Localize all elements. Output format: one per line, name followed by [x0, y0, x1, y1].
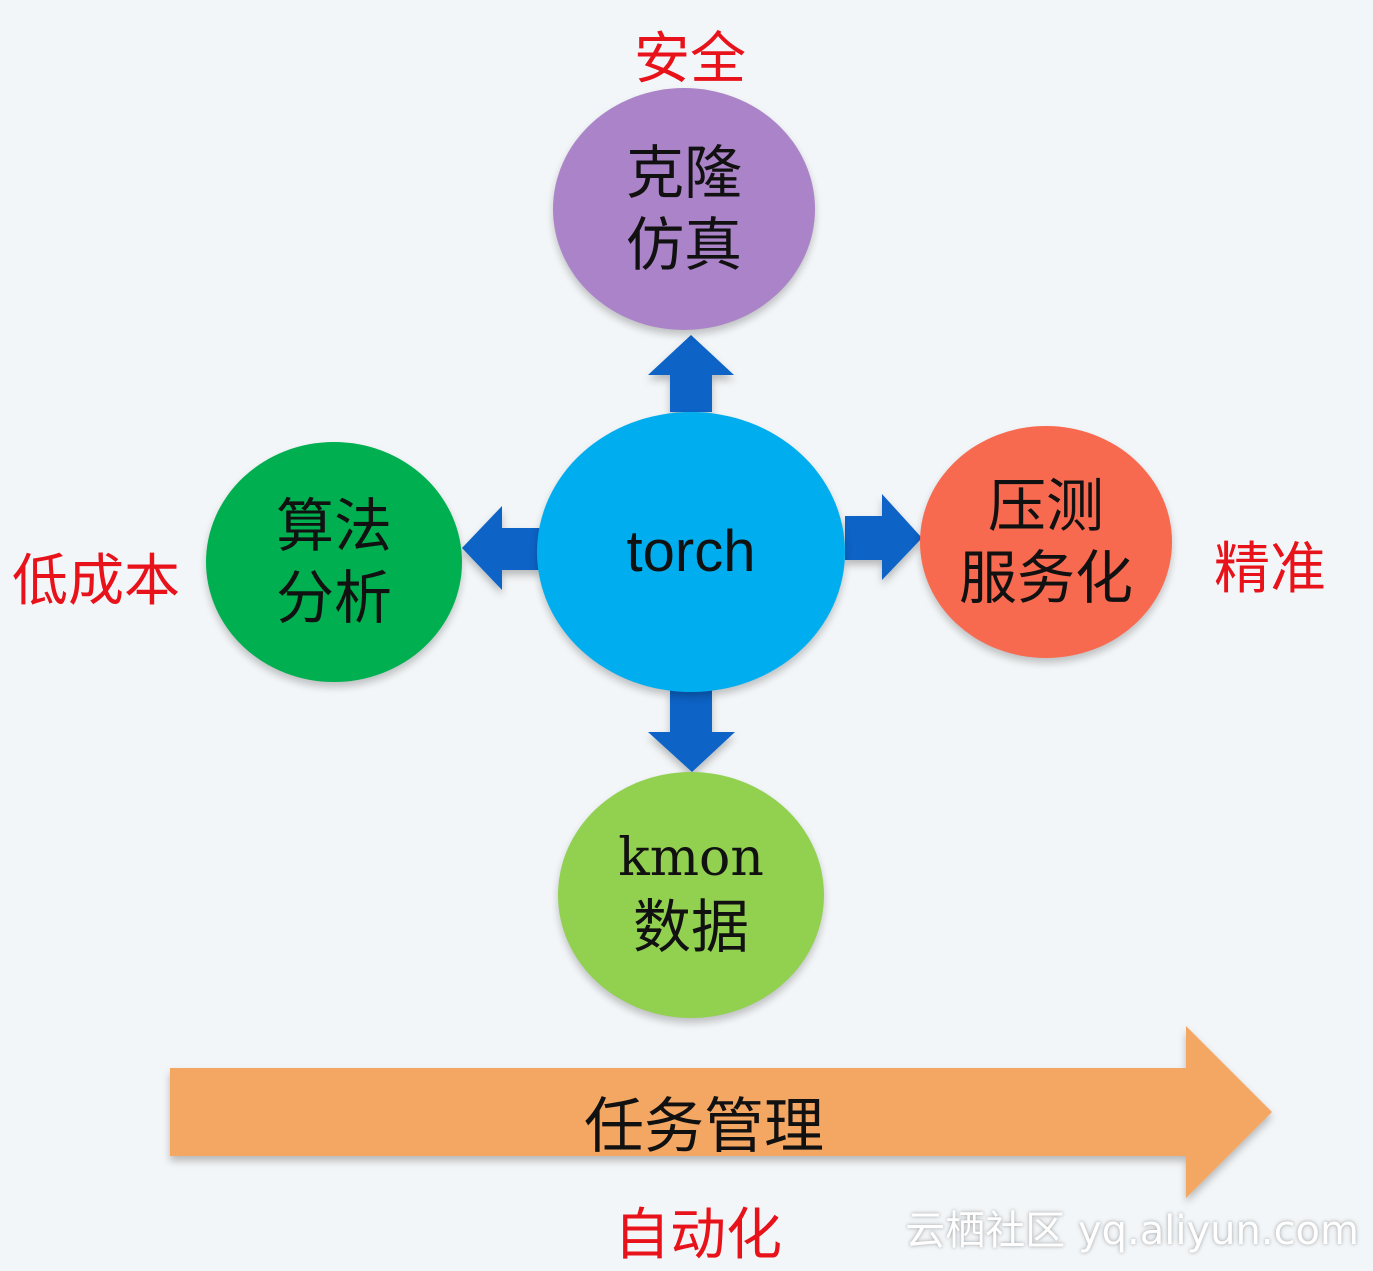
- label-low-cost: 低成本: [12, 549, 180, 614]
- node-stress-test-service-line2: 服务化: [958, 544, 1133, 612]
- node-kmon-data: kmon 数据: [558, 772, 824, 1018]
- node-torch-label: torch: [626, 518, 756, 584]
- label-precision: 精准: [1214, 537, 1326, 602]
- node-stress-test-service-line1: 压测: [987, 471, 1104, 540]
- watermark: 云栖社区 yq.aliyun.com: [905, 1208, 1359, 1254]
- node-stress-test-service: 压测 服务化: [920, 426, 1172, 658]
- arrow-right: [845, 494, 922, 580]
- node-algorithm-analysis: 算法 分析: [206, 442, 462, 682]
- node-clone-simulation-line1: 克隆: [625, 138, 742, 207]
- arrow-down: [648, 690, 735, 772]
- node-algorithm-analysis-line2: 分析: [275, 564, 392, 632]
- task-management-arrow: [170, 1026, 1272, 1198]
- node-algorithm-analysis-line1: 算法: [275, 491, 392, 560]
- arrow-left: [462, 506, 540, 590]
- label-security: 安全: [634, 27, 746, 92]
- node-clone-simulation: 克隆 仿真: [553, 88, 815, 330]
- task-management-label: 任务管理: [584, 1092, 824, 1162]
- label-automation: 自动化: [614, 1203, 782, 1268]
- node-kmon-data-line2: 数据: [632, 893, 749, 962]
- arrow-up: [648, 335, 734, 412]
- node-kmon-data-line1: kmon: [618, 828, 764, 889]
- node-clone-simulation-line2: 仿真: [625, 211, 742, 279]
- node-torch: torch: [537, 412, 845, 692]
